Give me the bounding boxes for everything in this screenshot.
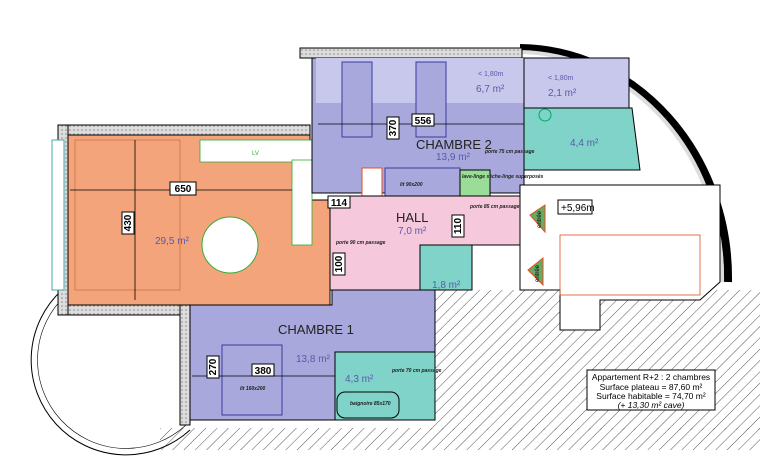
bed-label: lit 90x200 bbox=[400, 182, 423, 188]
dim-ch1-width: 380 bbox=[255, 366, 272, 377]
tub-label: baignoire 85x170 bbox=[350, 401, 391, 407]
chambre1-name: CHAMBRE 1 bbox=[278, 322, 354, 337]
info-plateau: Surface plateau = 87,60 m² bbox=[600, 382, 703, 392]
living-area: 29,5 m² bbox=[155, 236, 190, 247]
chambre2-name: CHAMBRE 2 bbox=[416, 137, 492, 152]
wc bbox=[419, 244, 473, 291]
living-room: 650 430 29,5 m² LV bbox=[51, 134, 331, 306]
hall: HALL 7,0 m² 110 100 porte 90 cm passage … bbox=[327, 149, 535, 303]
dim-hall-height: 110 bbox=[453, 217, 464, 234]
info-habitable: Surface habitable = 74,70 m² bbox=[596, 391, 706, 401]
dim-ch1-height: 270 bbox=[208, 358, 219, 375]
chambre1-area: 13,8 m² bbox=[296, 354, 331, 365]
curved-wall bbox=[519, 44, 733, 283]
dining-table bbox=[201, 216, 259, 274]
door-label: porte 85 cm passage bbox=[469, 204, 520, 210]
info-cave: (+ 13,30 m² cave) bbox=[618, 400, 685, 410]
staircase: +5,96m entrée entrée bbox=[519, 184, 721, 331]
storage-room bbox=[523, 57, 630, 109]
door-label: porte 75 cm passage bbox=[484, 149, 535, 155]
bath1-area: 4,3 m² bbox=[345, 374, 374, 385]
info-title: Appartement R+2 : 2 chambres bbox=[592, 372, 710, 382]
bed-label: lit 160x200 bbox=[240, 386, 266, 392]
storage-note: < 1,80m bbox=[548, 75, 574, 82]
dim-living-width: 650 bbox=[175, 184, 192, 195]
dim-hall-width: 100 bbox=[334, 255, 345, 272]
door-label: porte 70 cm passage bbox=[391, 368, 442, 374]
entry-label: entrée bbox=[535, 264, 541, 282]
hall-name: HALL bbox=[396, 210, 429, 225]
dim-ch2-height: 370 bbox=[388, 119, 399, 136]
level-label: +5,96m bbox=[561, 203, 595, 214]
info-box: Appartement R+2 : 2 chambres Surface pla… bbox=[586, 369, 716, 411]
chambre-2: lit 90x200 < 1,80m 6,7 m² 556 370 CHAMBR… bbox=[311, 57, 544, 201]
chambre2-low-area: 6,7 m² bbox=[476, 84, 505, 95]
bath2-area: 4,4 m² bbox=[570, 138, 599, 149]
low-ceiling-note: < 1,80m bbox=[478, 71, 504, 78]
wc-area: 1,8 m² bbox=[432, 280, 461, 291]
laundry-label: lave-linge sèche-linge superposés bbox=[462, 174, 544, 180]
dim-living-height: 430 bbox=[123, 214, 134, 231]
hall-area: 7,0 m² bbox=[398, 226, 427, 237]
sink-label: LV bbox=[252, 151, 259, 157]
dim-ch2-width: 556 bbox=[415, 116, 432, 127]
storage-area: 2,1 m² bbox=[548, 88, 577, 99]
bath-2 bbox=[523, 107, 641, 171]
chambre2-area: 13,9 m² bbox=[436, 152, 471, 163]
chambre-1: CHAMBRE 1 lit 160x200 13,8 m² 380 270 ba… bbox=[189, 289, 442, 421]
door-label: porte 90 cm passage bbox=[335, 240, 386, 246]
entry-label: entrée bbox=[537, 210, 543, 228]
dim-corridor: 114 bbox=[331, 198, 348, 209]
